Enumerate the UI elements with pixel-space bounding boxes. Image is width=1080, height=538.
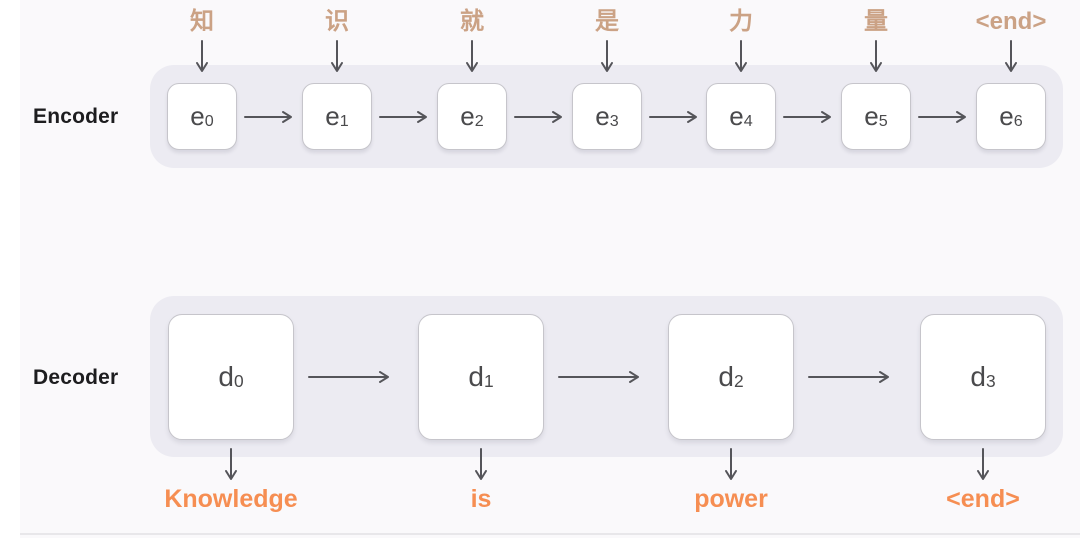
input-down-arrow-icon: [601, 40, 613, 72]
encoder-input-token: 识: [325, 8, 349, 35]
cell-label: e: [999, 101, 1014, 131]
cell-subscript: 2: [474, 111, 484, 130]
decoder-flow-arrow-icon: [308, 371, 389, 383]
encoder-flow-arrow-icon: [783, 111, 831, 123]
decoder-output-token: <end>: [946, 485, 1020, 513]
encoder-input-token: 就: [460, 8, 484, 35]
output-down-arrow-icon: [725, 448, 737, 480]
input-down-arrow-icon: [196, 40, 208, 72]
input-down-arrow-icon: [1005, 40, 1017, 72]
cell-label: e: [864, 101, 879, 131]
encoder-flow-arrow-icon: [514, 111, 562, 123]
cell-label: e: [460, 101, 475, 131]
output-down-arrow-icon: [225, 448, 237, 480]
cell-subscript: 3: [609, 111, 619, 130]
encoder-input-token: 知: [190, 8, 214, 35]
encoder-input-token: 力: [729, 8, 753, 35]
decoder-output-token: power: [694, 485, 768, 513]
decoder-flow-arrow-icon: [808, 371, 889, 383]
cell-subscript: 4: [743, 111, 753, 130]
cell-subscript: 6: [1013, 111, 1023, 130]
cell-subscript: 5: [878, 111, 888, 130]
decoder-output-token: Knowledge: [164, 485, 298, 513]
output-down-arrow-icon: [475, 448, 487, 480]
cell-subscript: 1: [483, 371, 494, 392]
cell-label: d: [468, 361, 484, 392]
encoder-flow-arrow-icon: [379, 111, 427, 123]
decoder-row-label: Decoder: [33, 366, 119, 389]
left-margin-strip: [0, 0, 20, 538]
bottom-divider: [20, 533, 1080, 535]
cell-label: d: [218, 361, 234, 392]
input-down-arrow-icon: [735, 40, 747, 72]
cell-subscript: 0: [204, 111, 214, 130]
input-down-arrow-icon: [870, 40, 882, 72]
cell-label: d: [718, 361, 734, 392]
input-down-arrow-icon: [466, 40, 478, 72]
encoder-input-token: <end>: [975, 8, 1047, 35]
input-down-arrow-icon: [331, 40, 343, 72]
cell-label: e: [325, 101, 340, 131]
decoder-output-token: is: [470, 485, 492, 513]
encoder-flow-arrow-icon: [649, 111, 697, 123]
encoder-flow-arrow-icon: [244, 111, 292, 123]
cell-label: e: [190, 101, 205, 131]
encoder-input-token: 量: [864, 8, 888, 35]
cell-label: d: [970, 361, 986, 392]
encoder-row-label: Encoder: [33, 105, 119, 128]
cell-subscript: 1: [339, 111, 349, 130]
encoder-flow-arrow-icon: [918, 111, 966, 123]
cell-subscript: 0: [233, 371, 244, 392]
decoder-flow-arrow-icon: [558, 371, 639, 383]
cell-subscript: 2: [733, 371, 744, 392]
cell-label: e: [595, 101, 610, 131]
cell-subscript: 3: [985, 371, 996, 392]
output-down-arrow-icon: [977, 448, 989, 480]
cell-label: e: [729, 101, 744, 131]
encoder-input-token: 是: [595, 8, 619, 35]
